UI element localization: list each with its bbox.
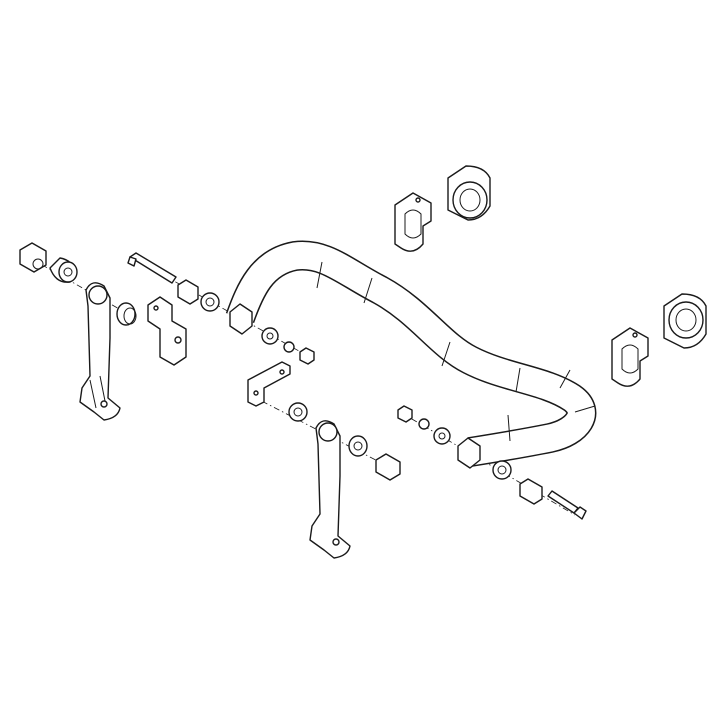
- bushing-clamp-right: [611, 327, 649, 387]
- nut-left: [299, 347, 315, 365]
- assembly-centerlines: [29, 257, 576, 516]
- bushing-clamp-left: [394, 192, 432, 252]
- washer-left-small: [283, 341, 295, 353]
- sleeve-left-bar: [177, 279, 199, 305]
- mount-bracket-left: [147, 296, 187, 366]
- bushing-left-inner: [116, 302, 137, 326]
- washer-right: [433, 427, 451, 445]
- bushing-center-outer: [288, 402, 308, 422]
- sleeve-center: [375, 453, 401, 481]
- washer-right-small: [418, 418, 430, 430]
- bolt-right: [547, 490, 587, 520]
- sway-bar-bushing-right: [663, 293, 707, 349]
- nut-right: [397, 405, 413, 423]
- end-link-left: [79, 282, 121, 421]
- bar-end-bushing-left: [229, 303, 253, 335]
- sleeve-right: [519, 478, 543, 505]
- bushing-center-inner: [348, 435, 368, 457]
- washer-left: [261, 327, 279, 345]
- sway-bar: [225, 240, 597, 467]
- bar-end-bushing-right: [457, 437, 481, 469]
- bushing-bar-right: [492, 460, 512, 480]
- bolt-left: [127, 252, 177, 284]
- end-link-center: [309, 420, 351, 559]
- bushing-bar-left: [200, 292, 220, 312]
- sleeve-left: [19, 242, 47, 273]
- mount-bracket-center: [247, 361, 291, 407]
- sway-bar-bushing-left: [447, 165, 491, 221]
- bushing-left-outer: [49, 257, 78, 283]
